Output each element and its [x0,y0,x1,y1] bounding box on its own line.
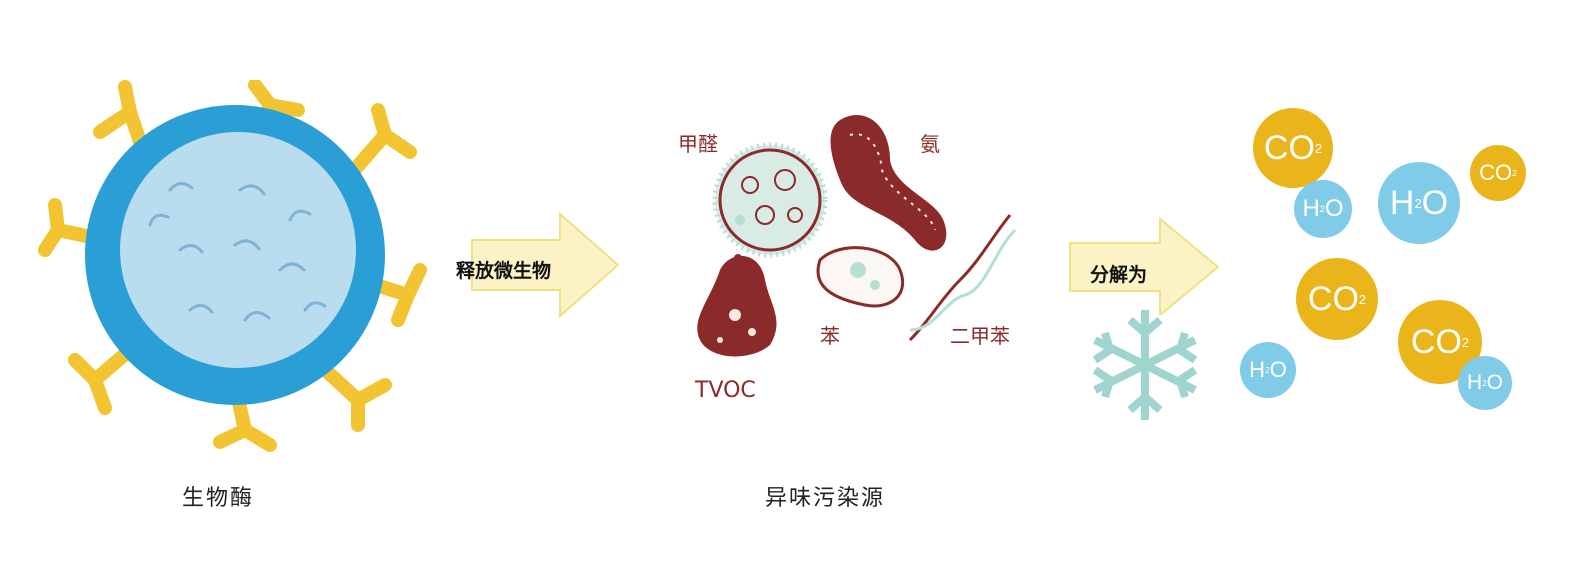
microbe-xylene [908,214,1017,342]
co2-sup: 2 [1461,334,1470,350]
h2o-pre: H [1249,357,1266,382]
arrow-decompose [1069,216,1220,315]
pollution-source-label: 异味污染源 [765,486,886,511]
h2o-post: O [1421,183,1449,222]
h2o-pre: H [1302,195,1320,222]
co2-sup: 2 [1512,168,1517,178]
enzyme-core [120,132,356,368]
h2o-pre: H [1467,371,1483,394]
snowflake-icon [1092,310,1198,420]
co2-text: CO [1263,128,1315,167]
h2o-sub: 2 [1482,378,1487,388]
co2-text: CO [1479,160,1513,185]
h2o-post: O [1324,195,1344,222]
h2o-sub: 2 [1265,365,1270,375]
antibody-arms [38,80,427,452]
co2-sup: 2 [1358,291,1367,307]
h2o-pre: H [1389,183,1415,222]
h2o-sub: 2 [1319,204,1325,214]
h2o-sub: 2 [1414,195,1422,211]
label-tvoc: TVOC [695,378,756,403]
h2o-post: O [1269,357,1287,382]
co2-text: CO [1410,322,1462,361]
microbe-ammonia [830,114,947,251]
label-benzene: 苯 [820,324,840,348]
microbe-formaldehyde [712,142,828,258]
arrow-release-label: 释放微生物 [456,260,552,282]
h2o-post: O [1486,371,1503,394]
enzyme-label: 生物酶 [182,486,255,511]
arrow-release [471,211,620,319]
pollutant-microbes [697,114,1017,357]
enzyme-core-swirls [148,182,327,322]
arrow-decompose-label: 分解为 [1090,264,1148,286]
label-ammonia: 氨 [920,132,940,156]
label-formaldehyde: 甲醛 [678,132,718,156]
microbe-tvoc [697,254,777,357]
enzyme-illustration [38,80,427,452]
microbe-benzene [816,246,904,308]
co2-sup: 2 [1314,140,1323,156]
label-xylene: 二甲苯 [950,324,1010,348]
co2-text: CO [1307,279,1359,318]
